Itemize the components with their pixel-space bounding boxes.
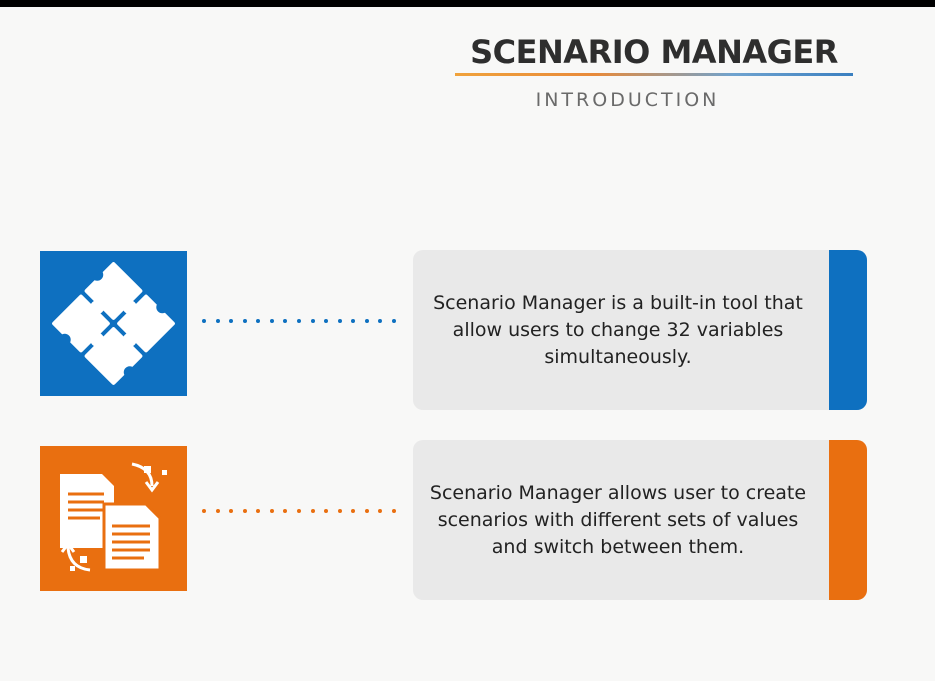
info-card-text: Scenario Manager is a built-in tool that… xyxy=(433,291,803,368)
documents-swap-icon xyxy=(60,462,167,572)
info-card-text: Scenario Manager allows user to create s… xyxy=(429,481,807,558)
title-underline xyxy=(455,73,853,76)
page-title: SCENARIO MANAGER xyxy=(470,33,838,71)
documents-icon-tile xyxy=(40,446,187,591)
puzzle-icon xyxy=(52,262,175,385)
accent-strip-blue xyxy=(829,250,867,410)
info-card-1: Scenario Manager is a built-in tool that… xyxy=(413,250,867,410)
connector-dots-orange xyxy=(202,508,396,514)
top-bar xyxy=(0,0,935,7)
accent-strip-orange xyxy=(829,440,867,600)
info-card-2: Scenario Manager allows user to create s… xyxy=(413,440,867,600)
puzzle-icon-tile xyxy=(40,251,187,396)
connector-dots-blue xyxy=(202,318,396,324)
page-subtitle: INTRODUCTION xyxy=(535,89,720,111)
